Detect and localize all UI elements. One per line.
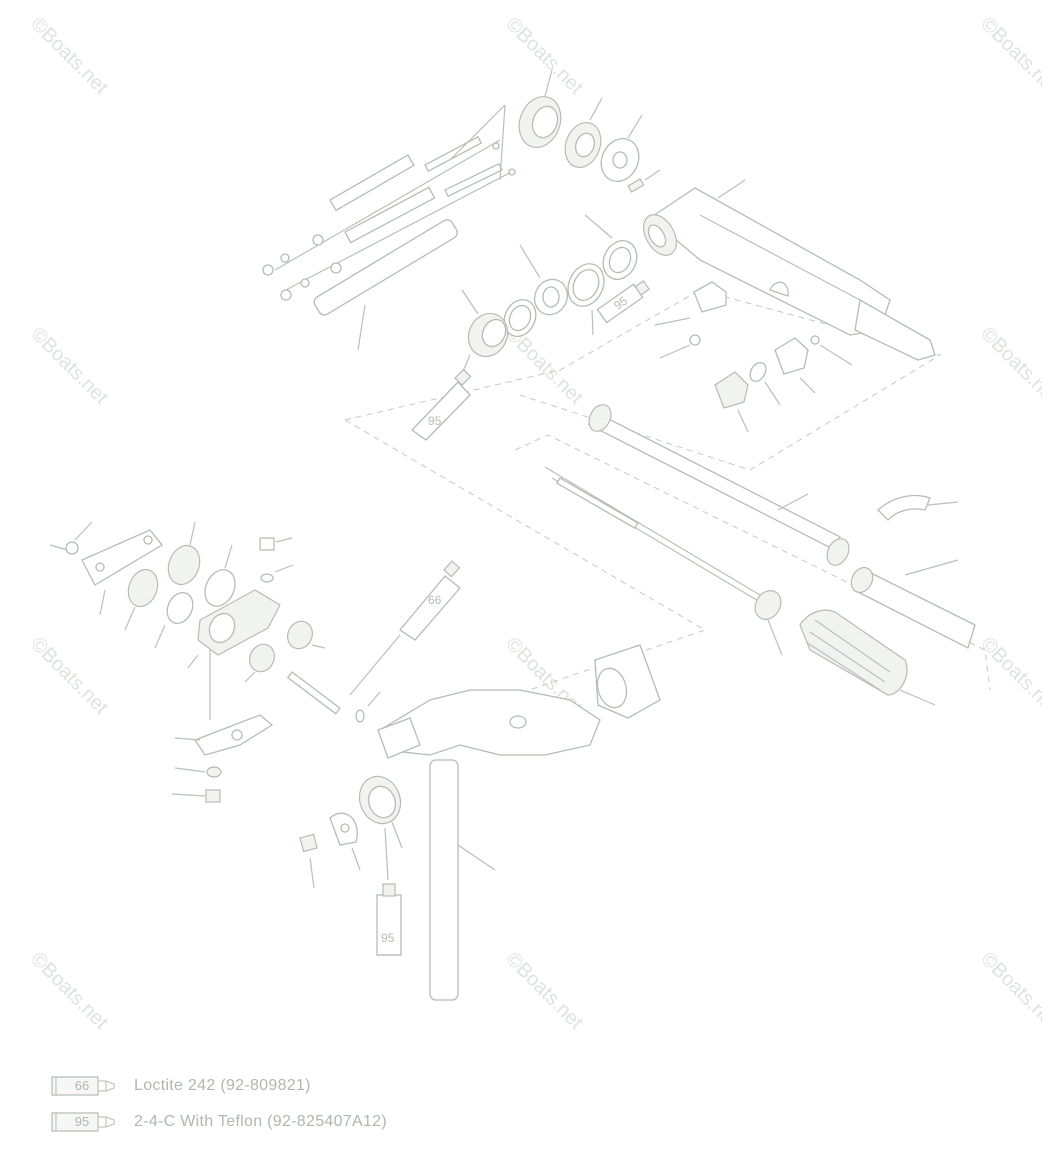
legend-text: 2-4-C With Teflon (92-825407A12)	[134, 1113, 387, 1130]
grease-tube: 95	[376, 827, 402, 956]
throttle-cable	[544, 466, 783, 656]
watermark: ©Boats.net	[26, 13, 112, 99]
grip-sleeve	[850, 494, 976, 649]
clip-parts	[654, 281, 853, 433]
assembly-outlines	[344, 289, 991, 701]
bottom-parts	[299, 775, 403, 889]
watermark: ©Boats.net	[26, 323, 112, 409]
grease-tube: 66	[349, 560, 461, 696]
grease-tube: 95	[596, 280, 651, 324]
left-bracket	[49, 521, 294, 649]
tube-label: 95	[381, 931, 395, 945]
steering-bracket	[377, 644, 661, 1001]
watermark: ©Boats.net	[26, 948, 112, 1034]
tube-icon: 95	[50, 1111, 122, 1133]
tube-left	[313, 219, 458, 351]
watermark: ©Boats.net	[501, 13, 587, 99]
tube-icon: 66	[50, 1075, 122, 1097]
friction-block	[187, 589, 326, 720]
legend-2-4-c: 95 2-4-C With Teflon (92-825407A12)	[50, 1108, 470, 1136]
watermark: ©Boats.net	[501, 948, 587, 1034]
legend-text: Loctite 242 (92-809821)	[134, 1077, 311, 1094]
throttle-shaft	[587, 404, 850, 566]
watermark: ©Boats.net	[26, 633, 112, 719]
shift-cables	[262, 104, 516, 301]
legend-number: 66	[74, 1078, 90, 1093]
watermark: ©Boats.net	[976, 633, 1042, 719]
tiller-housing	[643, 179, 936, 361]
mid-bushings	[461, 214, 638, 358]
watermarks: ©Boats.net ©Boats.net ©Boats.net ©Boats.…	[26, 13, 1042, 1034]
watermark: ©Boats.net	[976, 948, 1042, 1034]
tube-label: 66	[428, 593, 442, 607]
top-bearings	[518, 69, 661, 193]
lower-bracket	[171, 714, 274, 803]
legend-loctite: 66 Loctite 242 (92-809821)	[50, 1072, 470, 1100]
legend-number: 95	[74, 1114, 90, 1129]
grease-tube: 95	[411, 354, 472, 441]
tube-label: 95	[428, 414, 442, 428]
threaded-rod	[286, 671, 381, 723]
watermark: ©Boats.net	[976, 323, 1042, 409]
watermark: ©Boats.net	[976, 13, 1042, 99]
rubber-grip	[799, 609, 936, 706]
